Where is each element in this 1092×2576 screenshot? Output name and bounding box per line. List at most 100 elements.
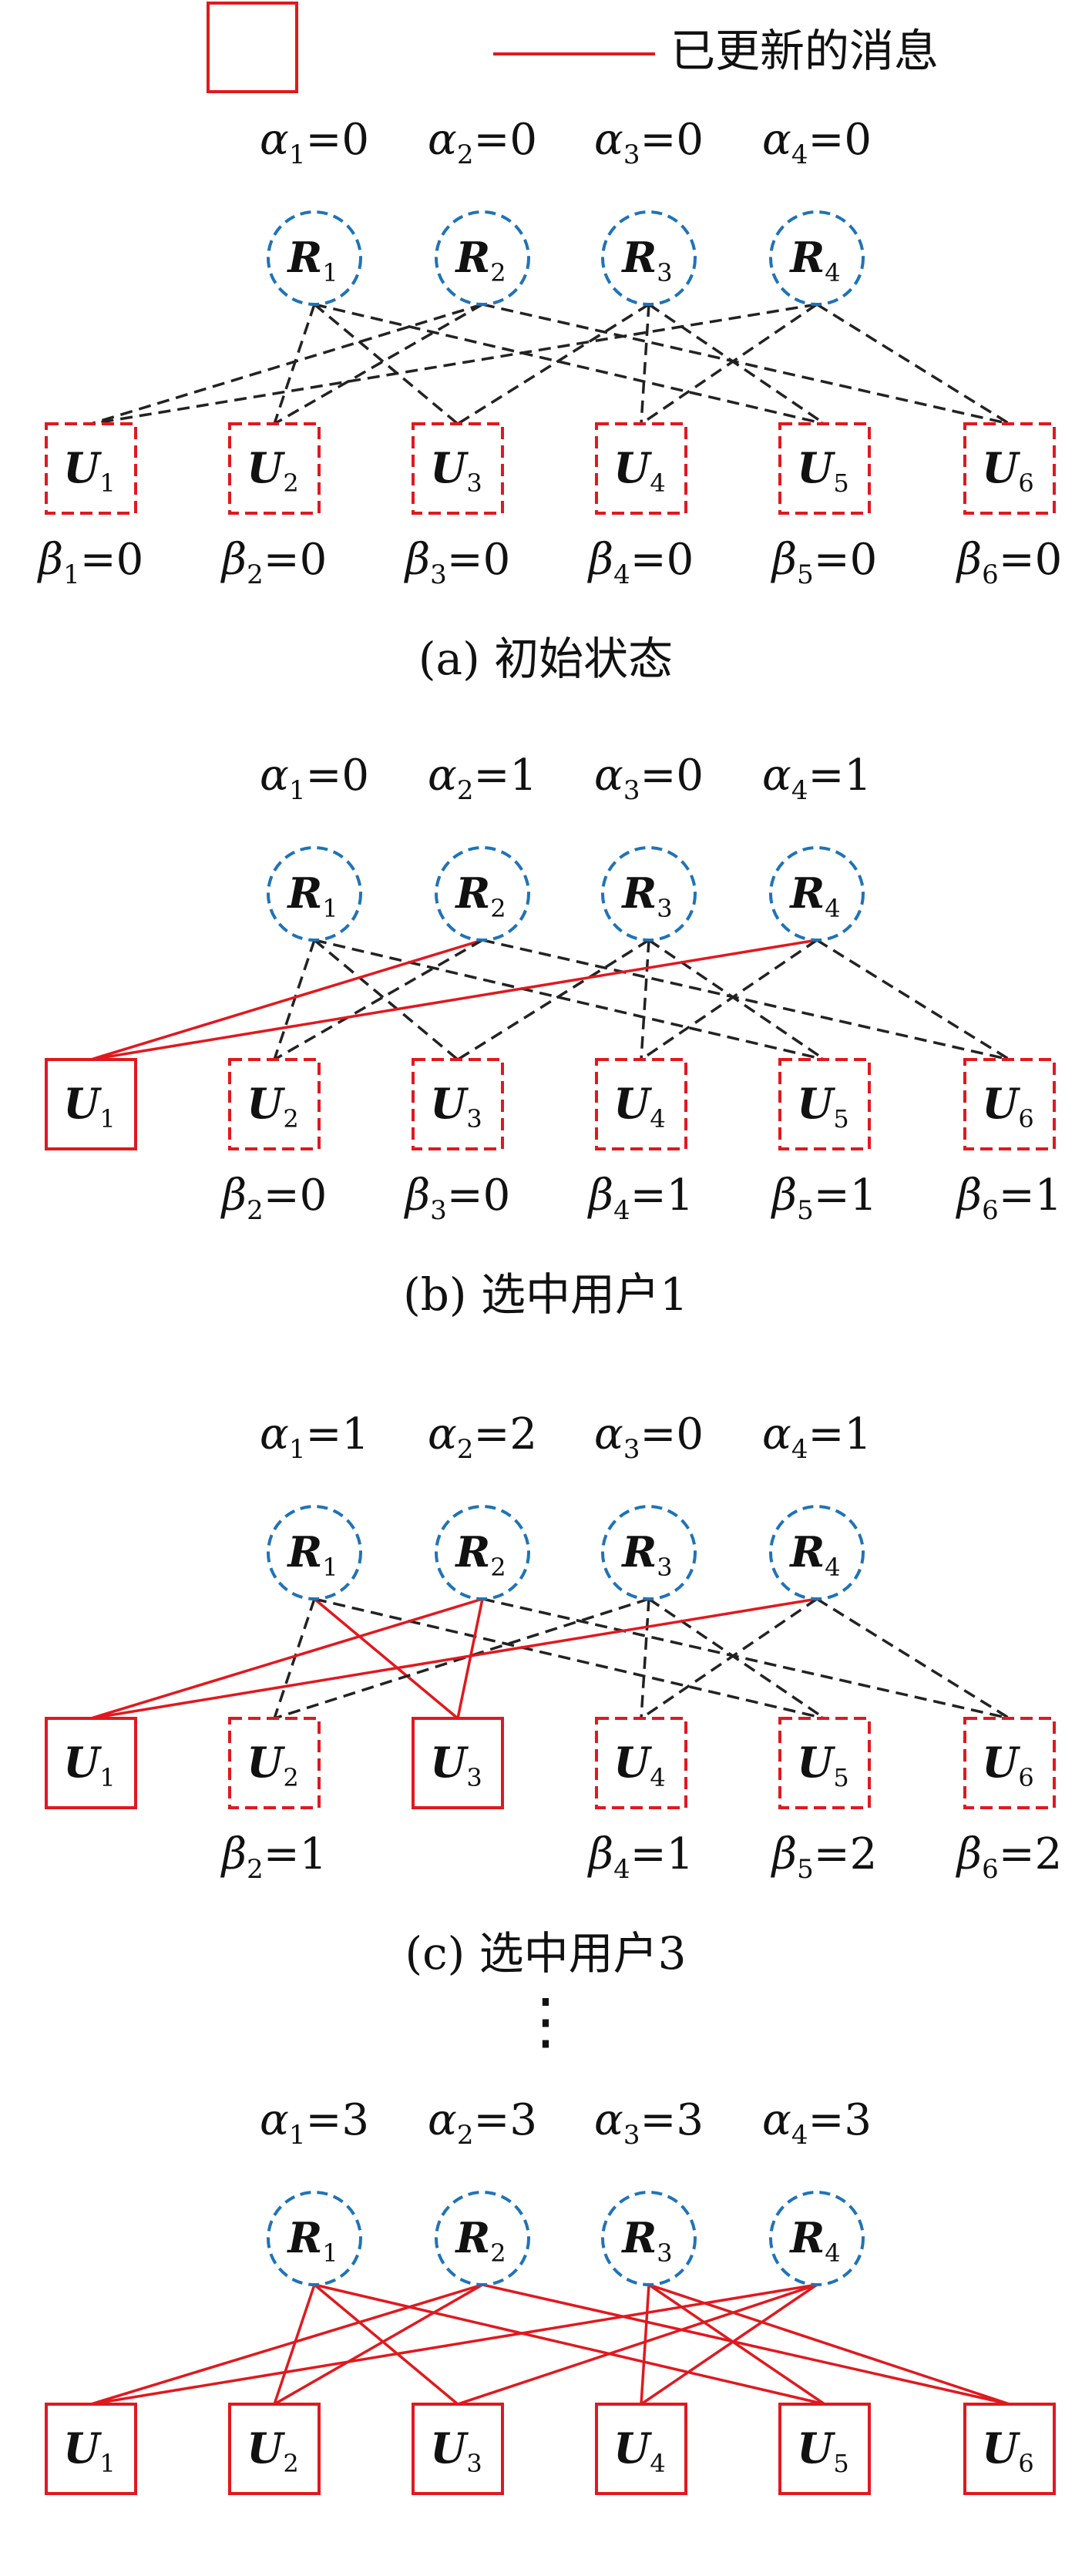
user-label: U1 — [63, 443, 115, 498]
alpha-label-1: α1=3 — [260, 2095, 369, 2151]
edge-r3-u5 — [648, 2283, 825, 2406]
vertical-ellipsis: ⋮ — [515, 1985, 576, 2057]
relay-label: R1 — [286, 233, 338, 287]
alpha-label-4: α4=0 — [762, 115, 872, 170]
relay-label: R3 — [620, 1527, 672, 1582]
user-label: U5 — [797, 1738, 848, 1792]
edge-r4-u1 — [90, 1597, 818, 1720]
user-box — [412, 1717, 504, 1809]
relay-node-4: R4 — [769, 210, 865, 306]
user-node-5: U5 — [778, 1058, 871, 1150]
user-node-5: U5 — [778, 2403, 871, 2495]
edge-r3-u3 — [457, 939, 650, 1061]
user-node-3: U3 — [412, 422, 504, 515]
user-label: U2 — [247, 2423, 298, 2478]
beta-label-6: β6=0 — [956, 535, 1063, 590]
alpha-label-2: α2=2 — [428, 1409, 537, 1465]
beta-label-4: β4=1 — [587, 1170, 694, 1226]
edge-r2-u6 — [482, 2283, 1010, 2406]
alpha-label-1: α1=0 — [260, 115, 369, 170]
relay-node-2: R2 — [435, 2191, 530, 2286]
legend: 已更新的消息 — [207, 2, 939, 93]
user-label: U3 — [430, 1738, 482, 1792]
edge-r1-u3 — [313, 1597, 459, 1720]
user-node-3: U3 — [412, 1058, 504, 1150]
beta-label-5: β5=2 — [771, 1829, 878, 1885]
user-label: U4 — [613, 2423, 665, 2478]
relay-circle — [769, 1505, 865, 1600]
edge-r2-u1 — [90, 939, 483, 1061]
user-node-2: U2 — [228, 2403, 321, 2495]
relay-circle — [267, 1505, 362, 1600]
panel-caption: (c) 选中用户3 — [405, 1927, 686, 1980]
relay-circle — [601, 2191, 697, 2286]
edge-r4-u1 — [90, 2283, 818, 2406]
edge-r2-u6 — [482, 1597, 1010, 1720]
relay-node-4: R4 — [769, 2191, 865, 2286]
relay-label: R2 — [454, 1527, 506, 1582]
user-box — [412, 2403, 504, 2495]
edge-r1-u5 — [314, 939, 825, 1061]
user-label: U6 — [982, 1738, 1033, 1792]
alpha-label-4: α4=1 — [762, 1409, 872, 1465]
relay-circle — [601, 210, 697, 306]
relay-label: R3 — [620, 868, 672, 923]
user-box — [963, 1058, 1056, 1150]
beta-label-1: β1=0 — [37, 535, 144, 590]
alpha-label-2: α2=3 — [428, 2095, 537, 2151]
user-box — [228, 422, 321, 515]
beta-label-4: β4=0 — [587, 535, 694, 590]
user-node-2: U2 — [228, 422, 321, 515]
edge-r4-u4 — [640, 939, 818, 1061]
relay-circle — [769, 846, 865, 942]
edge-r3-u5 — [648, 939, 825, 1061]
user-label: U6 — [982, 1079, 1033, 1134]
edge-r4-u6 — [816, 939, 1010, 1061]
relay-node-2: R2 — [435, 846, 530, 942]
beta-label-3: β3=0 — [404, 1170, 511, 1226]
relay-label: R4 — [788, 1527, 840, 1582]
relay-label: R2 — [454, 868, 506, 923]
relay-circle — [769, 210, 865, 306]
relay-label: R2 — [454, 233, 506, 287]
legend-square — [207, 2, 298, 93]
user-box — [595, 2403, 687, 2495]
relay-circle — [769, 2191, 865, 2286]
user-box — [778, 422, 871, 515]
relay-label: R3 — [620, 2213, 672, 2268]
edge-r3-u4 — [640, 939, 650, 1060]
user-node-2: U2 — [228, 1058, 321, 1150]
beta-label-2: β2=0 — [220, 1170, 328, 1226]
edge-r4-u6 — [816, 1597, 1010, 1720]
alpha-label-1: α1=1 — [260, 1409, 369, 1465]
panel-d: α1=3α2=3α3=3α4=3R1R2R3R4U1U2U3U4U5U6(d) … — [45, 2095, 1056, 2495]
relay-circle — [435, 210, 530, 306]
user-box — [228, 2403, 321, 2495]
user-box — [412, 422, 504, 515]
relay-circle — [435, 1505, 530, 1600]
edge-r2-u2 — [274, 939, 483, 1061]
user-node-4: U4 — [595, 422, 687, 515]
alpha-label-4: α4=1 — [762, 751, 872, 806]
edge-r1-u2 — [273, 2284, 316, 2405]
user-node-6: U6 — [963, 422, 1056, 515]
relay-node-1: R1 — [267, 846, 362, 942]
edge-r4-u3 — [457, 2283, 818, 2406]
user-box — [45, 1058, 137, 1150]
relay-circle — [435, 2191, 530, 2286]
alpha-label-3: α3=0 — [594, 115, 704, 170]
user-box — [963, 1717, 1056, 1809]
relay-label: R4 — [788, 868, 840, 923]
edge-r2-u2 — [274, 303, 483, 425]
user-label: U6 — [982, 2423, 1033, 2478]
relay-node-1: R1 — [267, 1505, 362, 1600]
beta-label-5: β5=0 — [771, 535, 878, 590]
edge-r3-u4 — [640, 304, 650, 425]
user-label: U3 — [430, 443, 482, 498]
relay-label: R4 — [788, 233, 840, 287]
user-label: U4 — [613, 443, 665, 498]
relay-label: R1 — [286, 868, 338, 923]
relay-circle — [601, 846, 697, 942]
